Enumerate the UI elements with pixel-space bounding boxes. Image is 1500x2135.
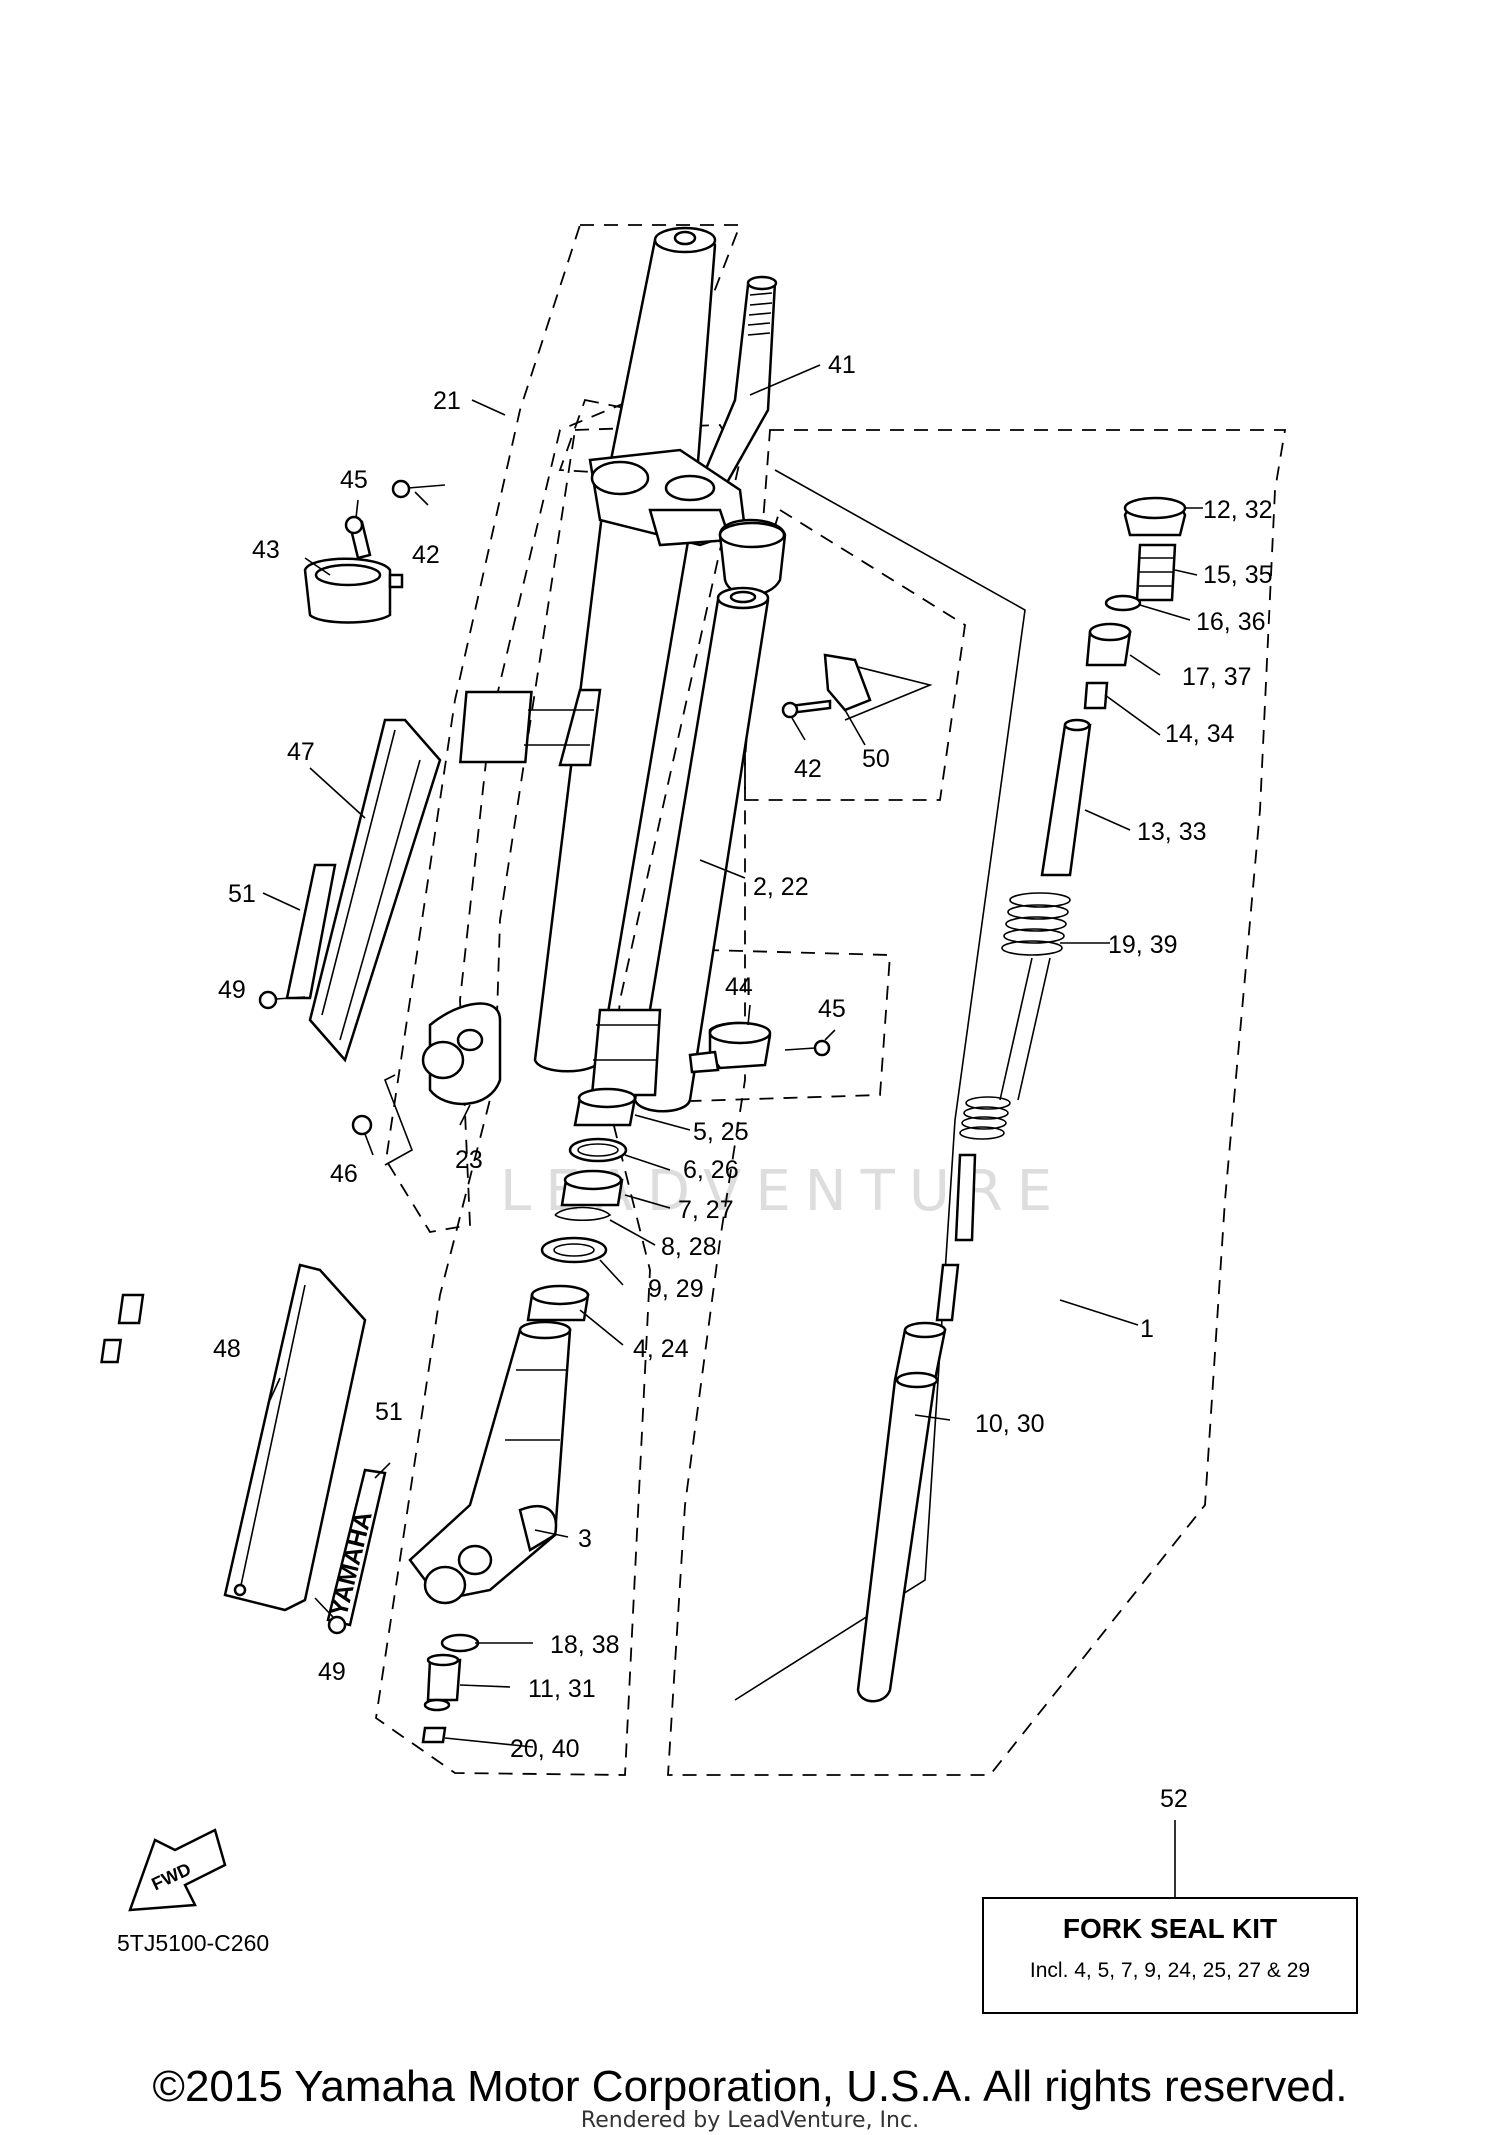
callout-4-24: 4, 24 <box>633 1335 689 1363</box>
upper-bracket <box>588 448 787 597</box>
callout-3: 3 <box>578 1525 592 1553</box>
callout-45-top: 45 <box>340 466 368 494</box>
clamp-44 <box>688 1021 831 1074</box>
bracket-group-outline <box>744 508 966 801</box>
bolt-49-upper <box>258 990 306 1010</box>
damper-group-outline <box>667 429 1287 1776</box>
callout-13-33: 13, 33 <box>1137 818 1207 846</box>
callout-45-clamp: 45 <box>818 995 846 1023</box>
callout-2-22: 2, 22 <box>753 873 809 901</box>
copyright-notice: ©2015 Yamaha Motor Corporation, U.S.A. A… <box>152 2062 1348 2111</box>
callout-46: 46 <box>330 1160 358 1188</box>
callout-10-30: 10, 30 <box>975 1410 1045 1438</box>
callout-8-28: 8, 28 <box>661 1233 717 1261</box>
clamp-group-outline <box>658 949 891 1103</box>
callout-17-37: 17, 37 <box>1182 663 1252 691</box>
kit-includes: Incl. 4, 5, 7, 9, 24, 25, 27 & 29 <box>1029 1959 1311 1982</box>
callout-9-29: 9, 29 <box>648 1275 704 1303</box>
callout-51-upper: 51 <box>228 880 256 908</box>
bolt-49-lower <box>314 1597 347 1635</box>
catalog-code: 5TJ5100-C260 <box>117 1930 270 1956</box>
callout-18-38: 18, 38 <box>550 1631 620 1659</box>
callout-15-35: 15, 35 <box>1203 561 1273 589</box>
seal-stack <box>526 1087 637 1322</box>
callout-47: 47 <box>287 738 315 766</box>
callout-43: 43 <box>252 536 280 564</box>
bolt-46 <box>351 1114 374 1156</box>
callout-6-26: 6, 26 <box>683 1156 739 1184</box>
bottom-parts <box>421 1633 480 1744</box>
brake-hose-bracket <box>781 653 872 719</box>
callout-19-39: 19, 39 <box>1108 931 1178 959</box>
callout-12-32: 12, 32 <box>1203 496 1273 524</box>
fwd-arrow: FWD <box>128 1828 227 1912</box>
callout-42-bracket: 42 <box>794 755 822 783</box>
clamp-43 <box>303 515 404 624</box>
leader-lines <box>262 364 1203 1897</box>
callout-44: 44 <box>725 973 753 1001</box>
callout-51-lower: 51 <box>375 1398 403 1426</box>
fork-spring <box>1001 892 1071 956</box>
callout-11-31: 11, 31 <box>528 1675 596 1703</box>
bracket-pointer-lines <box>829 659 933 721</box>
fork-guard-lower <box>100 1263 367 1612</box>
kit-part-number: 52 <box>1160 1785 1188 1813</box>
bolt-46-bracket-lines <box>383 1074 413 1166</box>
callout-14-34: 14, 34 <box>1165 720 1235 748</box>
callout-49-lower: 49 <box>318 1658 346 1686</box>
sticker-lower: YAMAHA <box>325 1468 387 1627</box>
callout-42-top: 42 <box>412 541 440 569</box>
rendered-by-notice: Rendered by LeadVenture, Inc. <box>580 2108 920 2133</box>
callout-23: 23 <box>455 1146 483 1174</box>
callout-49-upper: 49 <box>218 976 246 1004</box>
inner-tube <box>590 586 770 1113</box>
rebound-spring <box>959 1096 1011 1140</box>
fork-guard-upper <box>308 718 442 1063</box>
callout-7-27: 7, 27 <box>678 1196 734 1224</box>
callout-41: 41 <box>828 351 856 379</box>
damper-assembly <box>856 496 1187 1703</box>
fork-seal-kit-box: FORK SEAL KIT Incl. 4, 5, 7, 9, 24, 25, … <box>982 1897 1358 2014</box>
kit-title: FORK SEAL KIT <box>1062 1913 1278 1944</box>
bolt-42-top <box>391 479 446 499</box>
callout-20-40: 20, 40 <box>510 1735 580 1763</box>
lower-leg <box>408 1320 572 1605</box>
callout-50: 50 <box>862 745 890 773</box>
callout-5-25: 5, 25 <box>693 1118 749 1146</box>
sticker-upper <box>285 863 337 1000</box>
callout-16-36: 16, 36 <box>1196 608 1266 636</box>
damper-outline-line <box>734 469 1026 1701</box>
callout-48: 48 <box>213 1335 241 1363</box>
callout-1: 1 <box>1140 1315 1154 1343</box>
guard-logo: YAMAHA <box>325 1508 378 1619</box>
callout-21: 21 <box>433 387 461 415</box>
